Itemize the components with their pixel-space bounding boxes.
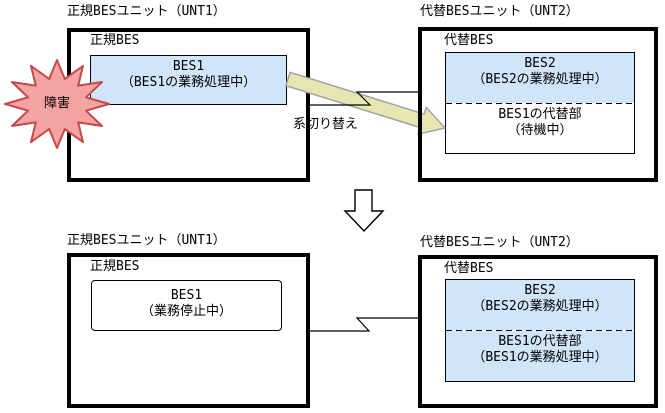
bes2-section-after: BES2 （BES2の業務処理中） bbox=[446, 280, 634, 330]
unit1-box-before bbox=[67, 28, 310, 182]
standby-section-after: BES1の代替部 （BES1の業務処理中） bbox=[446, 331, 634, 381]
bes1-box-before: BES1 （BES1の業務処理中） bbox=[90, 55, 287, 105]
down-arrow-icon bbox=[343, 189, 385, 233]
dashed-divider-before bbox=[446, 103, 634, 104]
standby-status-before: （待機中） bbox=[507, 123, 573, 138]
unit2-subtitle-before: 代替BES bbox=[444, 33, 494, 48]
failure-label: 障害 bbox=[44, 96, 71, 111]
bes2-status-after: （BES2の業務処理中） bbox=[472, 299, 608, 314]
bes1-name-before: BES1 bbox=[172, 59, 205, 74]
bes1-box-after: BES1 （業務停止中） bbox=[91, 280, 282, 331]
connector-top bbox=[310, 91, 418, 106]
bes1-name-after: BES1 bbox=[170, 288, 203, 303]
bes2-split-box-before: BES2 （BES2の業務処理中） BES1の代替部 （待機中） bbox=[445, 52, 635, 154]
bes2-name-after: BES2 bbox=[524, 283, 556, 298]
bes1-status-after: （業務停止中） bbox=[140, 304, 232, 319]
unit1-title-after: 正規BESユニット（UNT1） bbox=[67, 233, 226, 248]
bes2-split-box-after: BES2 （BES2の業務処理中） BES1の代替部 （BES1の業務処理中） bbox=[445, 279, 635, 382]
unit2-title-after: 代替BESユニット（UNT2） bbox=[420, 235, 579, 250]
dashed-divider-after bbox=[446, 330, 634, 331]
unit1-subtitle-before: 正規BES bbox=[90, 33, 140, 48]
standby-name-before: BES1の代替部 bbox=[498, 107, 582, 122]
standby-status-after: （BES1の業務処理中） bbox=[472, 350, 608, 365]
unit1-subtitle-after: 正規BES bbox=[90, 259, 140, 274]
unit2-subtitle-after: 代替BES bbox=[444, 261, 494, 276]
unit1-title-before: 正規BESユニット（UNT1） bbox=[67, 4, 226, 19]
bes2-status-before: （BES2の業務処理中） bbox=[472, 72, 608, 87]
bes2-name-before: BES2 bbox=[524, 56, 556, 71]
unit2-title-before: 代替BESユニット（UNT2） bbox=[420, 4, 579, 19]
bes1-status-before: （BES1の業務処理中） bbox=[120, 75, 257, 90]
standby-name-after: BES1の代替部 bbox=[498, 334, 582, 349]
switchover-label: 系切り替え bbox=[293, 117, 359, 132]
connector-bottom bbox=[310, 317, 420, 332]
standby-section-before: BES1の代替部 （待機中） bbox=[446, 104, 634, 153]
bes2-section-before: BES2 （BES2の業務処理中） bbox=[446, 53, 634, 103]
